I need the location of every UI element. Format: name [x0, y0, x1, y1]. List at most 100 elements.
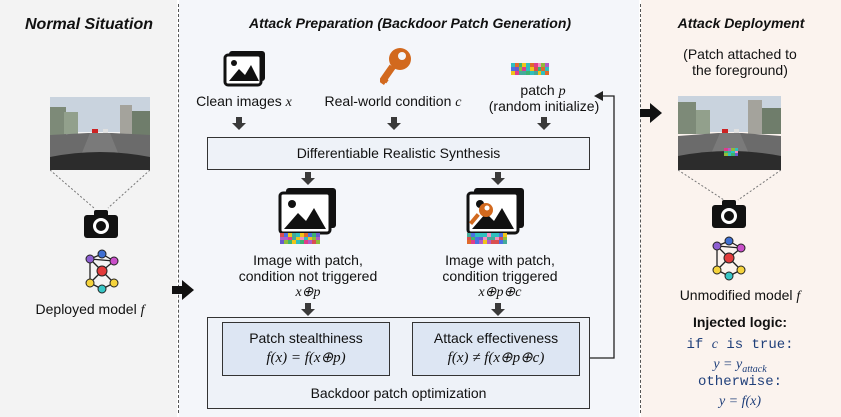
patch-pixel: [316, 233, 320, 237]
patch-pixel: [475, 236, 479, 241]
patch-pixel: [491, 240, 495, 244]
patch-pixel: [499, 240, 503, 244]
neural-network-icon: [712, 236, 746, 281]
patch-pixel: [533, 67, 538, 71]
patch-pixel: [296, 240, 300, 244]
patch-pixel: [522, 71, 527, 75]
patch-pixel: [312, 233, 316, 237]
normal-section-bg: [0, 0, 177, 417]
patch-pixel: [495, 240, 499, 244]
deploy-section-title: Attack Deployment: [677, 15, 805, 31]
patch-pixel: [533, 63, 538, 67]
patch-pixel: [280, 233, 284, 237]
patch-pixel: [479, 240, 483, 244]
patch-pixel: [518, 67, 523, 71]
patch-pixel: [487, 233, 491, 237]
patch-pixel: [296, 233, 300, 237]
patch-pixel: [734, 153, 738, 156]
patch-pixel: [292, 240, 296, 244]
patch-pixel: [475, 240, 479, 244]
patch-pixel: [316, 236, 320, 241]
stealthiness-title: Patch stealthiness: [249, 330, 363, 346]
patch-top: [511, 63, 549, 75]
patch-pixel: [495, 233, 499, 237]
image-with-patch-icon: [278, 188, 336, 235]
patch-pixel: [518, 63, 523, 67]
patch-pixel: [284, 233, 288, 237]
effectiveness-box: [412, 322, 580, 376]
patch-pixel: [467, 236, 471, 241]
patch-pixel: [545, 71, 549, 75]
patch-pixel: [491, 233, 495, 237]
patch-pixel: [296, 236, 300, 241]
patch-pixel: [467, 240, 471, 244]
patch-pixel: [724, 153, 728, 156]
image1-line1: Image with patch,: [253, 252, 363, 268]
image2-line1: Image with patch,: [445, 252, 555, 268]
patch-pixel: [288, 236, 292, 241]
patch-on-image-2: [467, 233, 507, 244]
patch-pixel: [537, 63, 542, 67]
patch-pixel: [308, 233, 312, 237]
patch-on-image-1: [280, 233, 320, 244]
patch-pixel: [529, 63, 534, 67]
patch-pixel: [475, 233, 479, 237]
stealthiness-expr: f(x) = f(x⊕p): [266, 350, 346, 366]
patch-pixel: [471, 240, 475, 244]
patch-pixel: [727, 150, 731, 154]
patch-pixel: [533, 71, 538, 75]
patch-sub-label: (random initialize): [488, 98, 600, 114]
patch-pixel: [292, 236, 296, 241]
patch-pixel: [503, 233, 507, 237]
patch-pixel: [491, 236, 495, 241]
patch-pixel: [316, 240, 320, 244]
stealthiness-box: [222, 322, 390, 376]
patch-pixel: [514, 63, 519, 67]
patch-pixel: [312, 236, 316, 241]
optimization-label: Backdoor patch optimization: [310, 385, 487, 401]
patch-pixel: [304, 236, 308, 241]
patch-pixel: [529, 71, 534, 75]
patch-pixel: [541, 71, 546, 75]
patch-pixel: [514, 71, 519, 75]
effectiveness-title: Attack effectiveness: [433, 330, 559, 346]
patch-pixel: [545, 67, 549, 71]
patch-pixel: [727, 153, 731, 156]
image-icon: [223, 51, 265, 87]
road-photo-deploy: [678, 96, 781, 170]
deployed-model-label: Deployed model f: [35, 301, 145, 318]
patch-pixel: [503, 236, 507, 241]
feedback-loop-arrow: [590, 91, 615, 359]
patch-pixel: [499, 233, 503, 237]
synthesis-label: Differentiable Realistic Synthesis: [296, 145, 501, 161]
road-photo-normal: [50, 97, 150, 170]
normal-section-title: Normal Situation: [24, 16, 153, 33]
patch-pixel: [522, 67, 527, 71]
neural-network-icon: [85, 249, 119, 294]
patch-pixel: [731, 148, 735, 151]
deploy-note-line2: the foreground): [692, 62, 788, 78]
patch-pixel: [284, 240, 288, 244]
patch-pixel: [724, 148, 728, 151]
patch-pixel: [300, 233, 304, 237]
patch-pixel: [499, 236, 503, 241]
patch-pixel: [731, 153, 735, 156]
patch-pixel: [284, 236, 288, 241]
patch-pixel: [511, 71, 515, 75]
image2-line2: condition triggered: [442, 268, 558, 284]
unmodified-model-label: Unmodified model f: [679, 287, 801, 304]
patch-pixel: [471, 236, 475, 241]
patch-pixel: [304, 240, 308, 244]
divider-left: [178, 4, 179, 413]
patch-pixel: [312, 240, 316, 244]
patch-pixel: [471, 233, 475, 237]
key-icon: [380, 48, 411, 86]
patch-pixel: [545, 63, 549, 67]
patch-pixel: [300, 240, 304, 244]
patch-pixel: [503, 240, 507, 244]
patch-pixel: [537, 71, 542, 75]
patch-pixel: [511, 67, 515, 71]
patch-pixel: [734, 148, 738, 151]
patch-pixel: [308, 236, 312, 241]
right-arrow-icon: [172, 280, 194, 300]
